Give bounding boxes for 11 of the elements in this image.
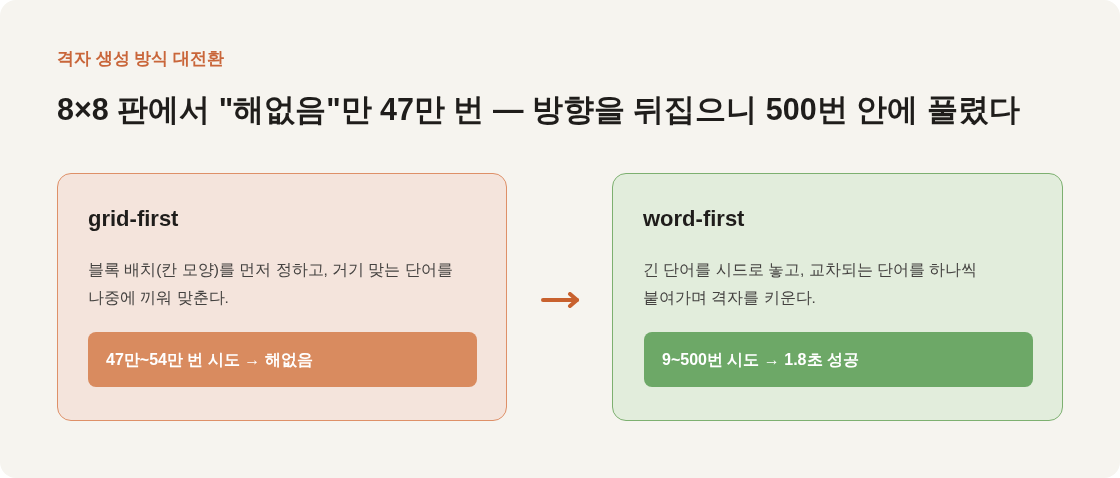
card-text: 블록 배치(칸 모양)를 먼저 정하고, 거기 맞는 단어를 나중에 끼워 맞춘다. [88,260,454,308]
result-bar: 9~500번 시도 → 1.8초 성공 [644,332,1033,387]
kicker-text: 격자 생성 방식 대전환 [57,48,225,70]
card-text: 긴 단어를 시드로 놓고, 교차되는 단어를 하나씩 붙여가며 격자를 키운다. [643,260,979,308]
card-title: word-first [643,205,745,233]
card [612,173,1063,421]
heading: 8×8 판에서 "해없음"만 47만 번 — 방향을 뒤집으니 500번 안에 풀렸다 [57,91,1020,128]
arrow [541,292,579,308]
card [57,173,507,421]
card-title: grid-first [88,205,179,233]
result-bar: 47만~54만 번 시도 → 해없음 [88,332,477,387]
